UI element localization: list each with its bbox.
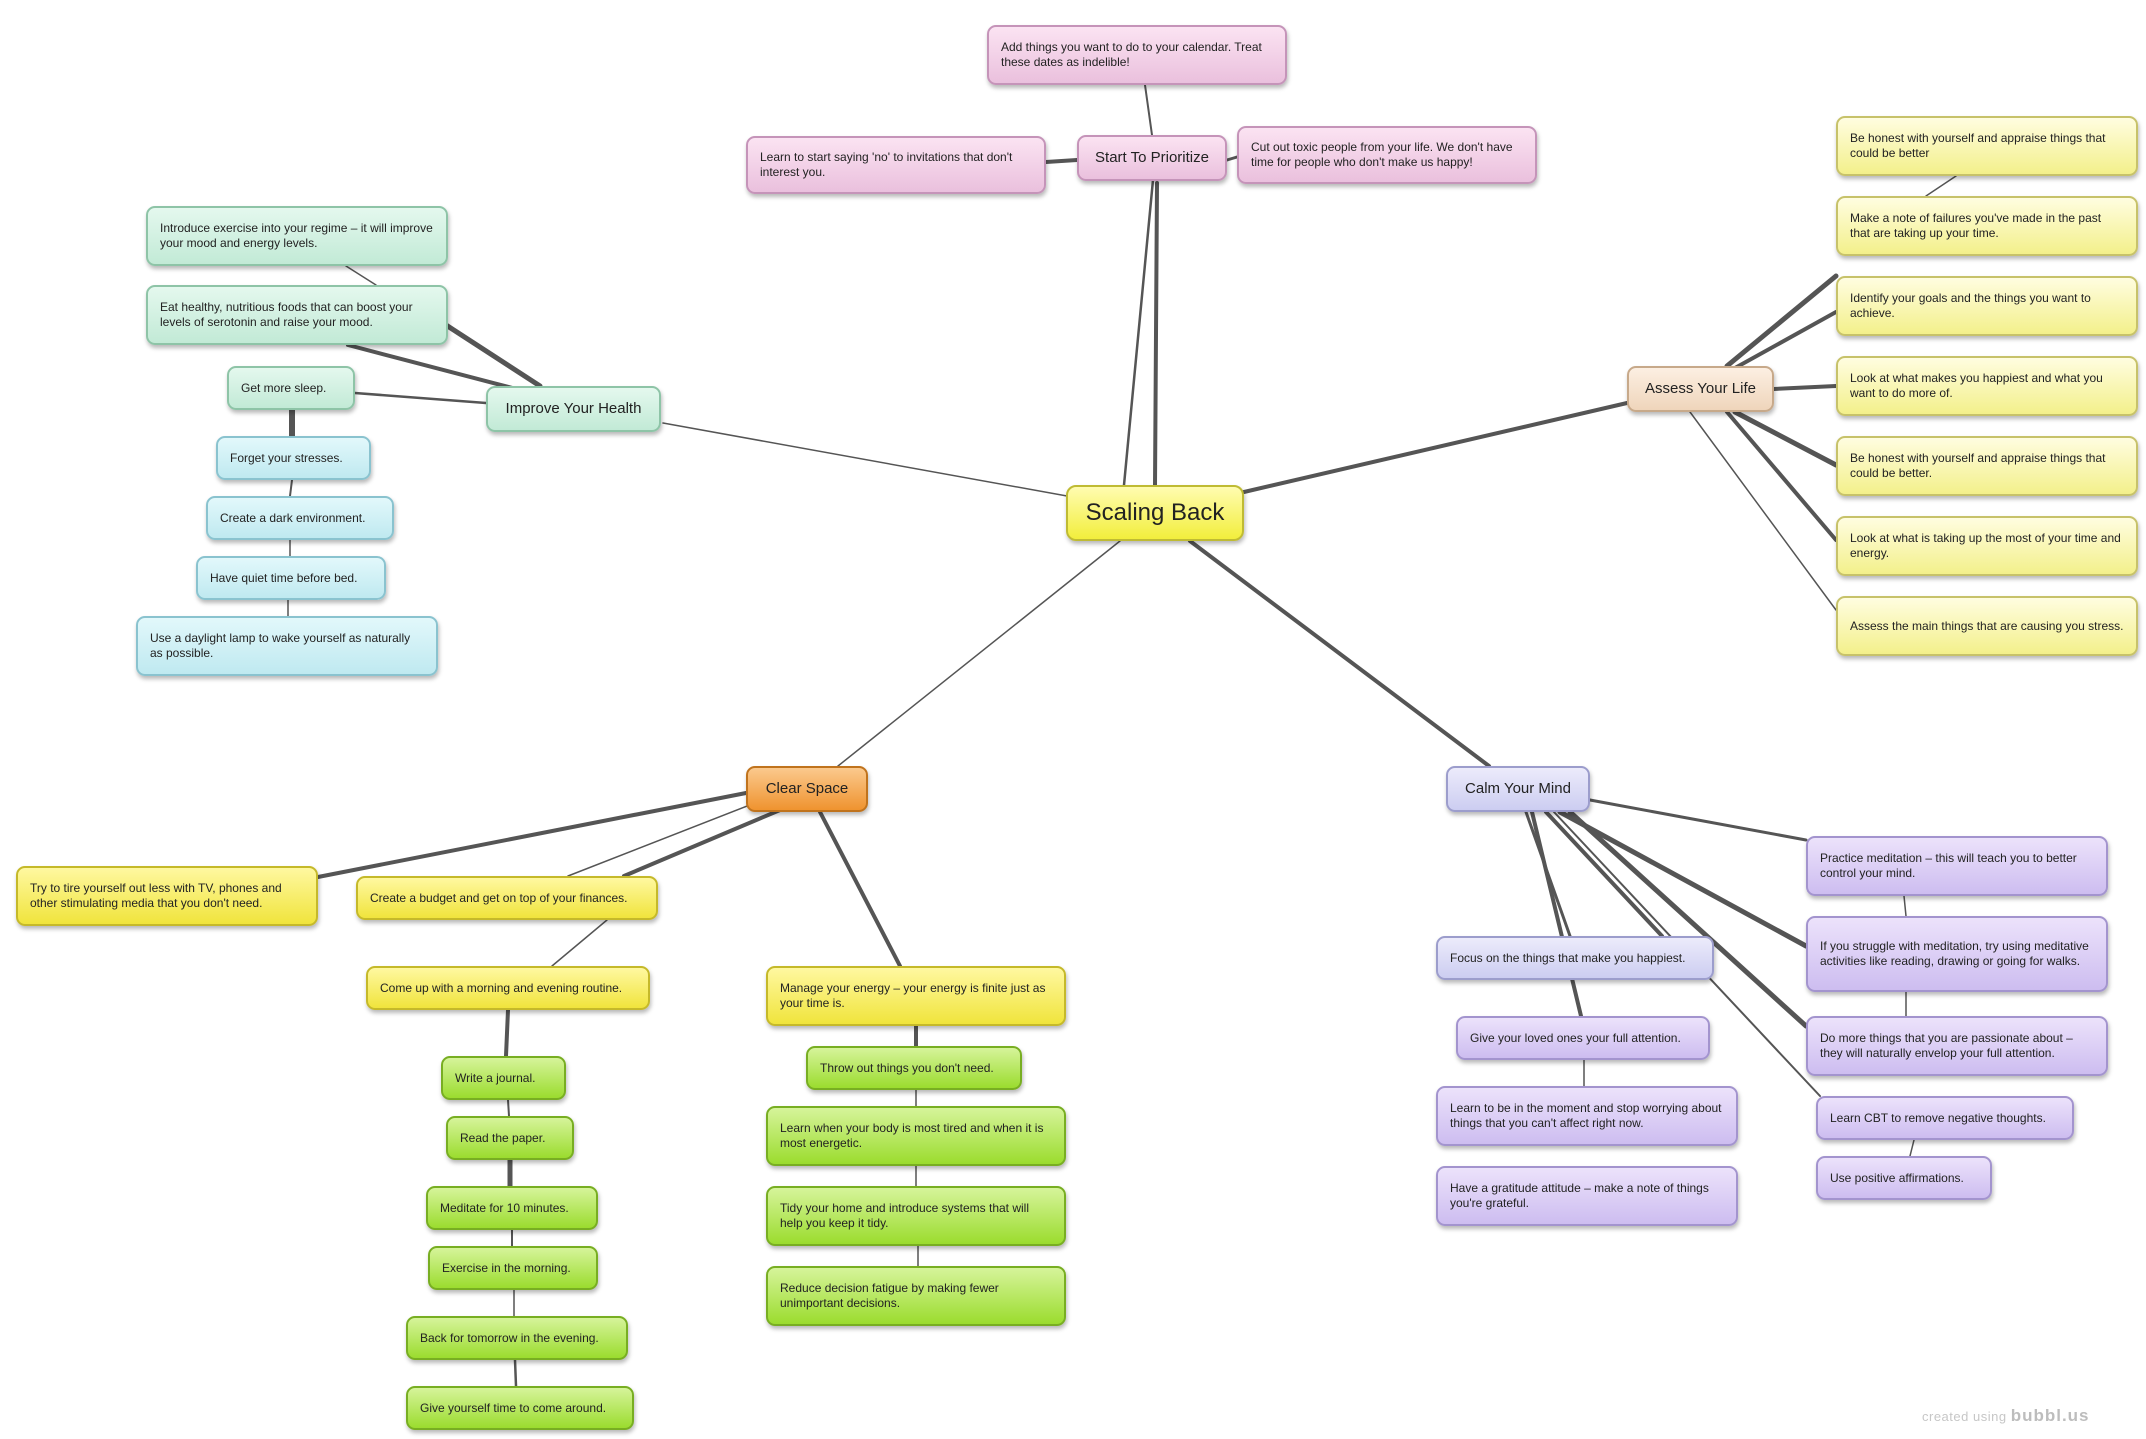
calm-item[interactable]: Give your loved ones your full attention… bbox=[1456, 1016, 1710, 1060]
connector-line bbox=[507, 1099, 510, 1117]
connector-line bbox=[1242, 401, 1629, 494]
clear-item[interactable]: Meditate for 10 minutes. bbox=[426, 1186, 598, 1230]
connector-line bbox=[1567, 809, 1809, 1029]
branch-clear-space[interactable]: Clear Space bbox=[746, 766, 868, 812]
connector-line bbox=[1588, 798, 1808, 842]
assess-item[interactable]: Make a note of failures you've made in t… bbox=[1836, 196, 2138, 256]
prioritize-item[interactable]: Learn to start saying 'no' to invitation… bbox=[746, 136, 1046, 194]
connector-line bbox=[1724, 273, 1839, 369]
connector-line bbox=[1909, 1139, 1915, 1157]
connector-line bbox=[662, 422, 1079, 499]
clear-item[interactable]: Read the paper. bbox=[446, 1116, 574, 1160]
clear-item[interactable]: Reduce decision fatigue by making fewer … bbox=[766, 1266, 1066, 1326]
prioritize-item[interactable]: Cut out toxic people from your life. We … bbox=[1237, 126, 1537, 184]
assess-item[interactable]: Look at what makes you happiest and what… bbox=[1836, 356, 2138, 416]
assess-item[interactable]: Be honest with yourself and appraise thi… bbox=[1836, 116, 2138, 176]
connector-line bbox=[1725, 410, 1838, 542]
connector-line bbox=[1903, 895, 1907, 917]
connector-line bbox=[1732, 409, 1839, 468]
health-item[interactable]: Have quiet time before bed. bbox=[196, 556, 386, 600]
connector-line bbox=[567, 798, 766, 877]
assess-item[interactable]: Identify your goals and the things you w… bbox=[1836, 276, 2138, 336]
assess-item[interactable]: Look at what is taking up the most of yo… bbox=[1836, 516, 2138, 576]
connector-line bbox=[551, 919, 608, 967]
root-label: Scaling Back bbox=[1085, 499, 1225, 526]
calm-item[interactable]: Learn CBT to remove negative thoughts. bbox=[1816, 1096, 2074, 1140]
connector-line bbox=[1044, 158, 1079, 164]
connector-line bbox=[316, 791, 748, 879]
bubblus-watermark: created using bubbl.us bbox=[1922, 1406, 2090, 1425]
connector-line bbox=[1153, 181, 1159, 487]
connector-line bbox=[837, 540, 1121, 767]
connector-line bbox=[1733, 310, 1838, 370]
clear-item[interactable]: Write a journal. bbox=[441, 1056, 566, 1100]
connector-line bbox=[1530, 810, 1583, 1018]
clear-item[interactable]: Throw out things you don't need. bbox=[806, 1046, 1022, 1090]
calm-item[interactable]: Do more things that you are passionate a… bbox=[1806, 1016, 2108, 1076]
connector-line bbox=[818, 810, 902, 968]
connector-line bbox=[513, 1358, 518, 1388]
calm-item[interactable]: Have a gratitude attitude – make a note … bbox=[1436, 1166, 1738, 1226]
connector-line bbox=[443, 322, 543, 389]
clear-item[interactable]: Come up with a morning and evening routi… bbox=[366, 966, 650, 1010]
connector-line bbox=[289, 479, 293, 497]
prioritize-item[interactable]: Add things you want to do to your calend… bbox=[987, 25, 1287, 85]
clear-item[interactable]: Learn when your body is most tired and w… bbox=[766, 1106, 1066, 1166]
connector-line bbox=[346, 343, 522, 392]
connector-line bbox=[353, 391, 488, 405]
assess-item[interactable]: Assess the main things that are causing … bbox=[1836, 596, 2138, 656]
connector-line bbox=[1122, 178, 1155, 487]
clear-item[interactable]: Exercise in the morning. bbox=[428, 1246, 598, 1290]
connector-line bbox=[1772, 384, 1838, 391]
root-node[interactable]: Scaling Back bbox=[1066, 485, 1244, 541]
calm-item[interactable]: Learn to be in the moment and stop worry… bbox=[1436, 1086, 1738, 1146]
calm-item[interactable]: Focus on the things that make you happie… bbox=[1436, 936, 1714, 980]
connector-line bbox=[1144, 84, 1153, 136]
connector-line bbox=[622, 808, 782, 878]
connector-line bbox=[504, 1008, 510, 1058]
connector-line bbox=[1544, 810, 1664, 938]
branch-calm-your-mind[interactable]: Calm Your Mind bbox=[1446, 766, 1590, 812]
clear-item[interactable]: Tidy your home and introduce systems tha… bbox=[766, 1186, 1066, 1246]
branch-start-to-prioritize[interactable]: Start To Prioritize bbox=[1077, 135, 1227, 181]
assess-item[interactable]: Be honest with yourself and appraise thi… bbox=[1836, 436, 2138, 496]
calm-item[interactable]: Practice meditation – this will teach yo… bbox=[1806, 836, 2108, 896]
clear-item[interactable]: Give yourself time to come around. bbox=[406, 1386, 634, 1430]
health-item[interactable]: Introduce exercise into your regime – it… bbox=[146, 206, 448, 266]
clear-item[interactable]: Manage your energy – your energy is fini… bbox=[766, 966, 1066, 1026]
connector-line bbox=[1925, 175, 1957, 197]
connector-line bbox=[1225, 155, 1239, 162]
connector-line bbox=[345, 265, 377, 286]
calm-item[interactable]: If you struggle with meditation, try usi… bbox=[1806, 916, 2108, 992]
clear-item[interactable]: Back for tomorrow in the evening. bbox=[406, 1316, 628, 1360]
health-item[interactable]: Create a dark environment. bbox=[206, 496, 394, 540]
connector-line bbox=[1188, 539, 1491, 768]
branch-assess-your-life[interactable]: Assess Your Life bbox=[1627, 366, 1774, 412]
connector-line bbox=[1689, 411, 1837, 611]
health-item[interactable]: Get more sleep. bbox=[227, 366, 355, 410]
branch-improve-your-health[interactable]: Improve Your Health bbox=[486, 386, 661, 432]
health-item[interactable]: Use a daylight lamp to wake yourself as … bbox=[136, 616, 438, 676]
health-item[interactable]: Eat healthy, nutritious foods that can b… bbox=[146, 285, 448, 345]
clear-item[interactable]: Try to tire yourself out less with TV, p… bbox=[16, 866, 318, 926]
clear-item[interactable]: Create a budget and get on top of your f… bbox=[356, 876, 658, 920]
health-item[interactable]: Forget your stresses. bbox=[216, 436, 371, 480]
connector-line bbox=[1557, 809, 1809, 949]
calm-item[interactable]: Use positive affirmations. bbox=[1816, 1156, 1992, 1200]
